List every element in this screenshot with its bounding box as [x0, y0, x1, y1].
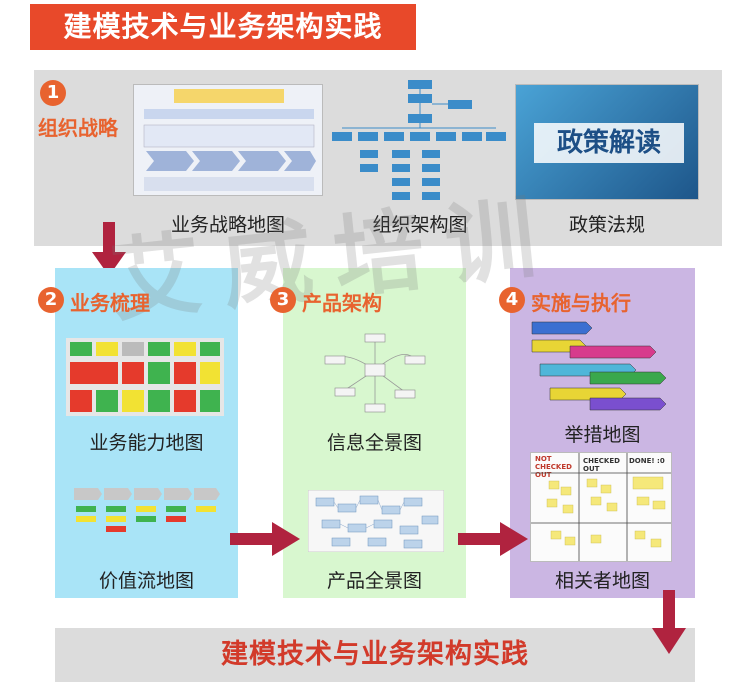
- org-chart-label: 组织架构图: [372, 214, 468, 236]
- page-title: 建模技术与业务架构实践: [30, 4, 416, 50]
- org-chart-thumbnail: [330, 78, 510, 208]
- info-panorama-label: 信息全景图: [326, 432, 422, 454]
- step-4-badge: 4: [499, 287, 525, 313]
- strategy-map-graphic: [134, 85, 322, 195]
- arrow-right-icon: [230, 522, 300, 556]
- product-panorama-thumbnail: [307, 489, 445, 553]
- capability-map-label: 业务能力地图: [89, 432, 204, 454]
- product-panorama-label: 产品全景图: [326, 570, 422, 592]
- arrow-down-icon: [92, 222, 126, 276]
- info-panorama-thumbnail: [315, 330, 435, 416]
- stakeholder-map-thumbnail: NOT CHECKED OUT CHECKED OUT DONE! :0: [530, 452, 672, 562]
- initiative-map-label: 举措地图: [564, 424, 641, 446]
- step-1-badge: 1: [40, 80, 66, 106]
- initiative-map-graphic: [531, 321, 667, 411]
- board-header-done: DONE! :0: [629, 457, 665, 465]
- info-panorama-graphic: [324, 333, 426, 413]
- stakeholder-map-label: 相关者地图: [554, 570, 650, 592]
- value-stream-label: 价值流地图: [98, 570, 194, 592]
- section-1-title: 组织战略: [38, 116, 118, 140]
- section-2-title: 业务梳理: [70, 291, 150, 315]
- strategy-map-label: 业务战略地图: [170, 214, 285, 236]
- footer-banner: [55, 628, 695, 682]
- initiative-map-thumbnail: [530, 318, 670, 418]
- capability-map-thumbnail: [66, 338, 224, 416]
- footer-title: 建模技术与业务架构实践: [221, 639, 529, 670]
- step-3-badge: 3: [270, 287, 296, 313]
- org-chart-graphic: [332, 80, 506, 200]
- policy-thumbnail: 政策解读: [515, 84, 699, 200]
- business-review-panel: [55, 268, 238, 598]
- product-panorama-graphic: [307, 489, 445, 553]
- section-3-title: 产品架构: [302, 291, 382, 315]
- stakeholder-board-graphic: [531, 453, 671, 561]
- board-header-not-checked-out: NOT CHECKED OUT: [535, 455, 572, 479]
- arrow-right-icon: [458, 522, 528, 556]
- board-header-checked-out: CHECKED OUT: [583, 457, 620, 473]
- policy-thumb-text: 政策解读: [534, 123, 684, 163]
- section-4-title: 实施与执行: [531, 291, 631, 315]
- value-stream-thumbnail: [72, 486, 222, 546]
- policy-label: 政策法规: [568, 214, 645, 236]
- strategy-map-thumbnail: [133, 84, 323, 196]
- step-2-badge: 2: [38, 287, 64, 313]
- arrow-down-icon: [652, 590, 686, 654]
- capability-map-graphic: [66, 338, 224, 416]
- value-stream-graphic: [74, 488, 220, 532]
